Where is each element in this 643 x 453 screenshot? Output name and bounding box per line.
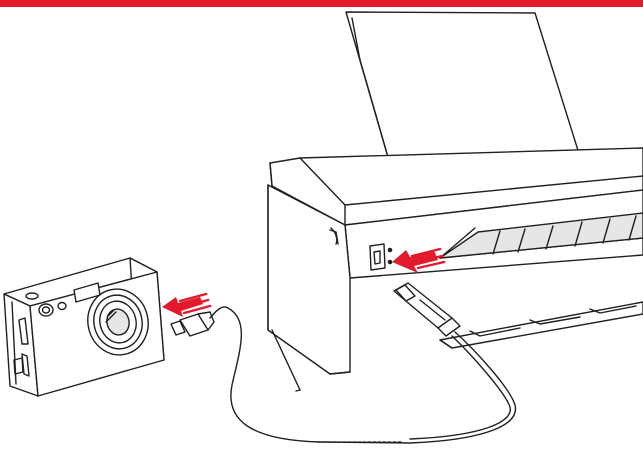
usb-cable-wire: [209, 306, 517, 444]
usb-cable-wire-parallel: [409, 335, 511, 440]
header-accent-bar: [0, 0, 643, 7]
usb-a-plug: [393, 282, 461, 337]
printer-output-tray: [439, 301, 643, 349]
printer-top-cover: [269, 147, 643, 226]
printer-side-body: [267, 184, 351, 392]
camera-lens: [87, 288, 149, 356]
printer-usb-port: [369, 243, 393, 271]
camera-flash: [73, 282, 101, 303]
printer-icon: [267, 11, 643, 392]
arrow-left-icon: [162, 292, 212, 317]
mini-usb-plug: [170, 311, 215, 337]
usb-cable-icon: [170, 282, 517, 444]
arrow-right-icon: [392, 247, 446, 273]
camera-shutter-button: [25, 292, 39, 300]
camera-icon: [3, 257, 165, 397]
